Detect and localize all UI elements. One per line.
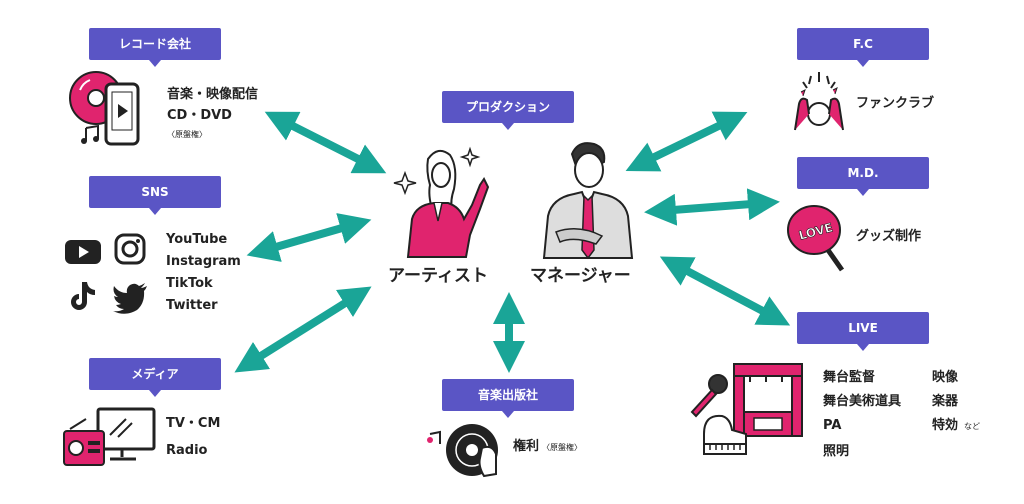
sns-item-twitter: Twitter bbox=[166, 298, 218, 313]
cd-phone-icon bbox=[69, 71, 140, 146]
arrow-media bbox=[234, 286, 372, 373]
live-item-stage-art: 舞台美術道具 bbox=[823, 394, 902, 409]
live-item-stage-director: 舞台監督 bbox=[823, 370, 876, 385]
tiktok-icon bbox=[71, 282, 95, 310]
tag-md: M.D. bbox=[797, 157, 929, 196]
turntable-icon bbox=[427, 424, 498, 478]
publisher-label: 権利 bbox=[513, 439, 540, 454]
record-line2: CD・DVD bbox=[167, 108, 232, 123]
tag-live: LIVE bbox=[797, 312, 929, 351]
manager-label: マネージャー bbox=[530, 266, 631, 286]
fan-uchiwa-icon: LOVE bbox=[787, 205, 845, 272]
record-note: 〈原盤権〉 bbox=[167, 130, 207, 139]
tag-fc: F.C bbox=[797, 28, 929, 67]
music-note-icon bbox=[81, 124, 99, 144]
media-line1: TV・CM bbox=[166, 416, 221, 431]
tag-sns: SNS bbox=[89, 176, 221, 215]
stage-icon bbox=[733, 363, 803, 437]
artist-label: アーティスト bbox=[388, 266, 488, 286]
microphone-icon bbox=[690, 374, 728, 418]
live-item-special-effects: 特効 bbox=[932, 418, 959, 433]
manager-figure bbox=[542, 142, 634, 260]
arrow-sns bbox=[246, 213, 372, 262]
live-item-lighting: 照明 bbox=[823, 444, 850, 459]
arrow-md bbox=[644, 188, 780, 226]
record-line1: 音楽・映像配信 bbox=[167, 87, 259, 102]
sns-item-tiktok: TikTok bbox=[166, 276, 213, 291]
artist-figure bbox=[393, 146, 490, 258]
tag-production: プロダクション bbox=[442, 91, 574, 130]
piano-icon bbox=[703, 414, 747, 455]
arrow-record bbox=[264, 111, 387, 174]
live-item-pa: PA bbox=[823, 418, 842, 433]
youtube-icon bbox=[65, 240, 101, 264]
twitter-icon bbox=[113, 283, 147, 314]
tag-record-company: レコード会社 bbox=[89, 28, 221, 67]
tag-media: メディア bbox=[89, 358, 221, 397]
sns-item-instagram: Instagram bbox=[166, 254, 241, 269]
arrow-live bbox=[659, 256, 791, 326]
sns-item-youtube: YouTube bbox=[166, 232, 228, 247]
live-item-instruments: 楽器 bbox=[932, 394, 959, 409]
live-note: など bbox=[964, 422, 980, 431]
md-label: グッズ制作 bbox=[856, 229, 922, 244]
instagram-icon bbox=[114, 233, 146, 265]
cheering-fan-icon bbox=[794, 72, 844, 131]
radio-tv-icon bbox=[63, 407, 156, 466]
fc-label: ファンクラブ bbox=[856, 96, 935, 111]
arrow-fc bbox=[625, 111, 748, 172]
live-item-video: 映像 bbox=[932, 370, 959, 385]
media-line2: Radio bbox=[166, 443, 208, 458]
publisher-note: 〈原盤権〉 bbox=[542, 443, 582, 452]
tag-music-publisher: 音楽出版社 bbox=[442, 379, 574, 418]
